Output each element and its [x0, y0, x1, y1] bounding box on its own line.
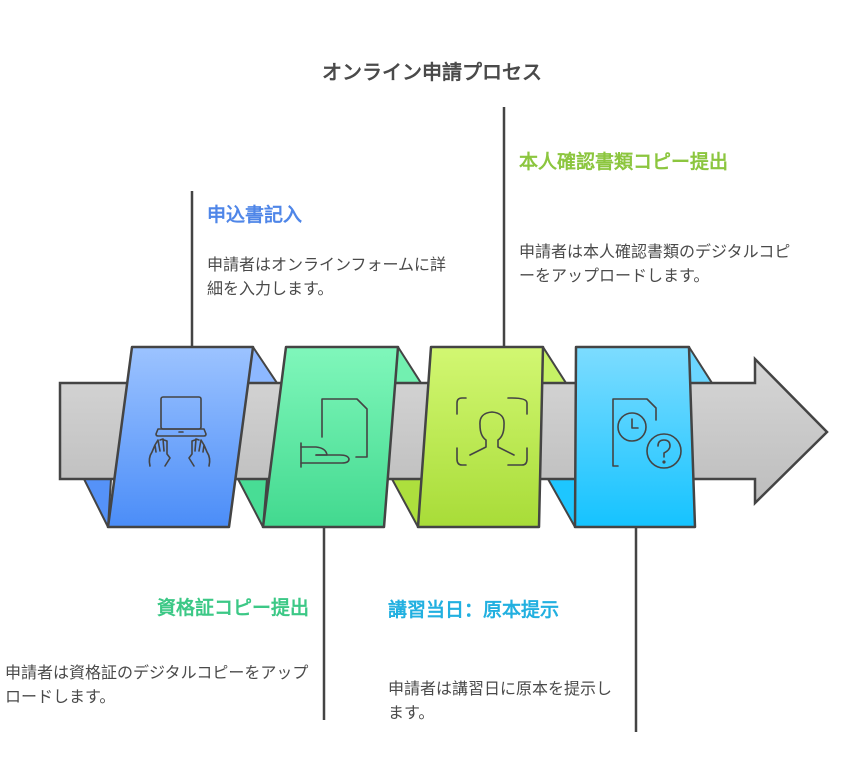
- document-clock-question-icon: [612, 398, 682, 469]
- step-3-panel: [416, 345, 545, 529]
- step-3-title: 本人確認書類コピー提出: [519, 151, 729, 173]
- connector-lines: [190, 107, 638, 732]
- step-2-title: 資格証コピー提出: [156, 597, 309, 619]
- laptop-typing-icon: [148, 396, 211, 467]
- step-2-panel: [261, 345, 400, 529]
- document-hand-icon: [300, 398, 368, 468]
- step-4-description: 申請者は講習日に原本を提示します。: [388, 679, 613, 722]
- step-4-panel: [573, 345, 697, 529]
- fold-2-bottom: [237, 478, 268, 528]
- step-3-description: 申請者は本人確認書類のデジタルコピーをアップロードします。: [519, 242, 791, 285]
- face-scan-icon: [456, 397, 528, 466]
- step-1-title: 申込書記入: [207, 204, 303, 226]
- step-2-description: 申請者は資格証のデジタルコピーをアップロードします。: [5, 663, 309, 706]
- step-4-title: 講習当日：原本提示: [388, 599, 560, 621]
- step-1-panel: [106, 345, 255, 529]
- step-1-description: 申請者はオンラインフォームに詳細を入力します。: [207, 255, 447, 298]
- diagram-title: オンライン申請プロセス: [322, 60, 542, 84]
- fold-1-bottom: [83, 478, 112, 528]
